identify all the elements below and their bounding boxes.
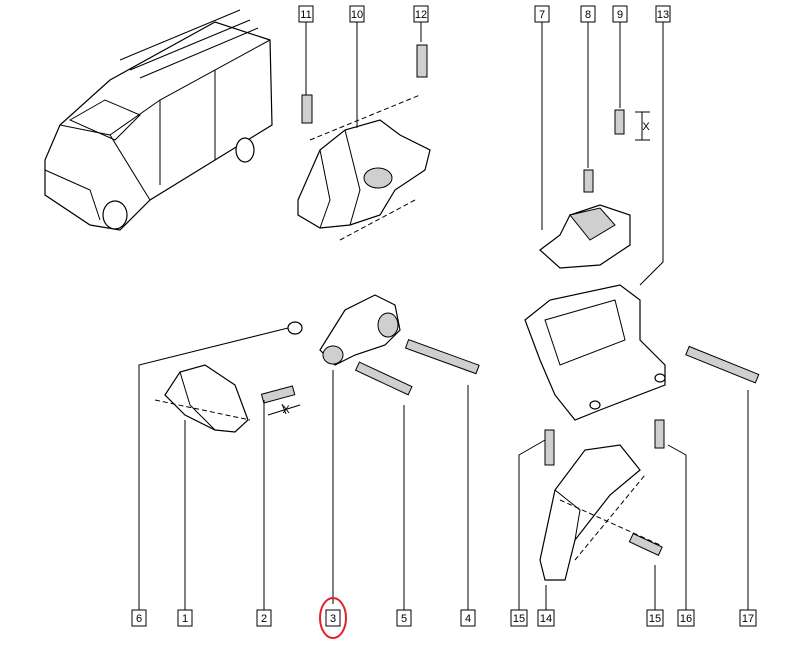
callout-6[interactable]: 6 — [136, 613, 142, 625]
callout-7[interactable]: 7 — [539, 9, 545, 21]
callout-15[interactable]: 15 — [513, 613, 525, 625]
callout-10[interactable]: 10 — [351, 9, 363, 21]
callout-15-b[interactable]: 15 — [649, 613, 661, 625]
bolt-2: X — [260, 385, 301, 416]
bottom-callouts: 6 1 2 3 5 4 15 14 15 16 17 — [131, 597, 757, 639]
callout-9[interactable]: 9 — [617, 9, 623, 21]
bolt-4 — [404, 338, 480, 375]
engine-mount-10 — [297, 44, 431, 241]
engine-mount-7: X — [539, 109, 650, 269]
callout-4[interactable]: 4 — [465, 613, 471, 625]
callout-8[interactable]: 8 — [585, 9, 591, 21]
callout-1[interactable]: 1 — [182, 613, 188, 625]
bolt-17 — [685, 345, 760, 384]
callout-2[interactable]: 2 — [261, 613, 267, 625]
dimension-x-label-2: X — [282, 404, 290, 416]
callout-11[interactable]: 11 — [300, 9, 311, 21]
callout-16[interactable]: 16 — [680, 613, 692, 625]
callout-3[interactable]: 3 — [330, 613, 336, 625]
callout-17[interactable]: 17 — [742, 613, 754, 625]
leader-lines — [138, 22, 749, 610]
dimension-x-label: X — [642, 121, 650, 133]
callout-14[interactable]: 14 — [540, 613, 552, 625]
highlight-circle — [319, 597, 347, 639]
bracket-14 — [539, 419, 665, 581]
callout-13[interactable]: 13 — [657, 9, 669, 21]
callout-5[interactable]: 5 — [401, 613, 407, 625]
bolt-5 — [354, 361, 413, 396]
van-illustration — [44, 9, 273, 231]
mount-1 — [154, 364, 251, 433]
callout-12[interactable]: 12 — [415, 9, 427, 21]
bracket-13 — [524, 284, 666, 421]
top-callouts: 11 10 12 7 8 9 13 — [298, 5, 671, 23]
torque-rod-3 — [287, 294, 401, 366]
